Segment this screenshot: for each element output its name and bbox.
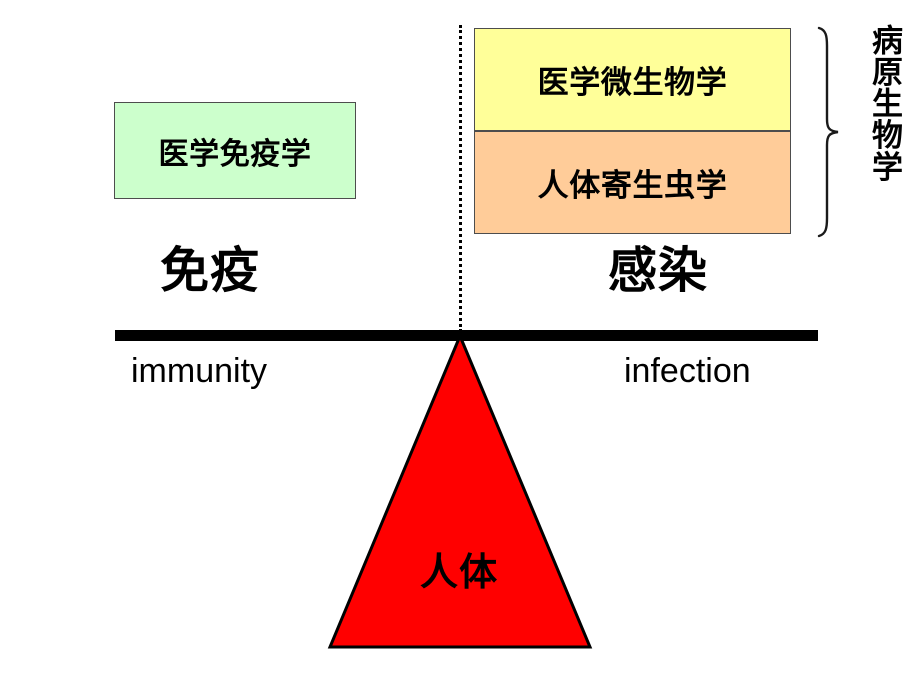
subject-box-immunology-label: 医学免疫学 xyxy=(158,136,312,172)
balance-right-label-en: infection xyxy=(624,352,751,390)
balance-left-label-en: immunity xyxy=(131,352,268,390)
subject-box-immunology: 医学免疫学 xyxy=(114,102,356,199)
subject-box-microbiology: 医学微生物学 xyxy=(474,28,791,131)
subject-box-parasitology: 人体寄生虫学 xyxy=(474,131,791,234)
triangle-fulcrum-icon xyxy=(320,330,600,655)
vertical-dotted-divider-icon xyxy=(459,25,462,332)
subject-box-parasitology-label: 人体寄生虫学 xyxy=(537,168,728,204)
balance-right-label-cjk: 感染 xyxy=(608,242,708,299)
fulcrum-label-human-body: 人体 xyxy=(420,550,499,594)
balance-left-label-cjk: 免疫 xyxy=(160,242,260,299)
right-curly-brace-icon xyxy=(816,26,842,238)
balance-beam xyxy=(115,330,818,341)
group-label-pathogenic-biology: 病原生物学 xyxy=(866,24,902,183)
subject-box-microbiology-label: 医学微生物学 xyxy=(537,65,728,101)
